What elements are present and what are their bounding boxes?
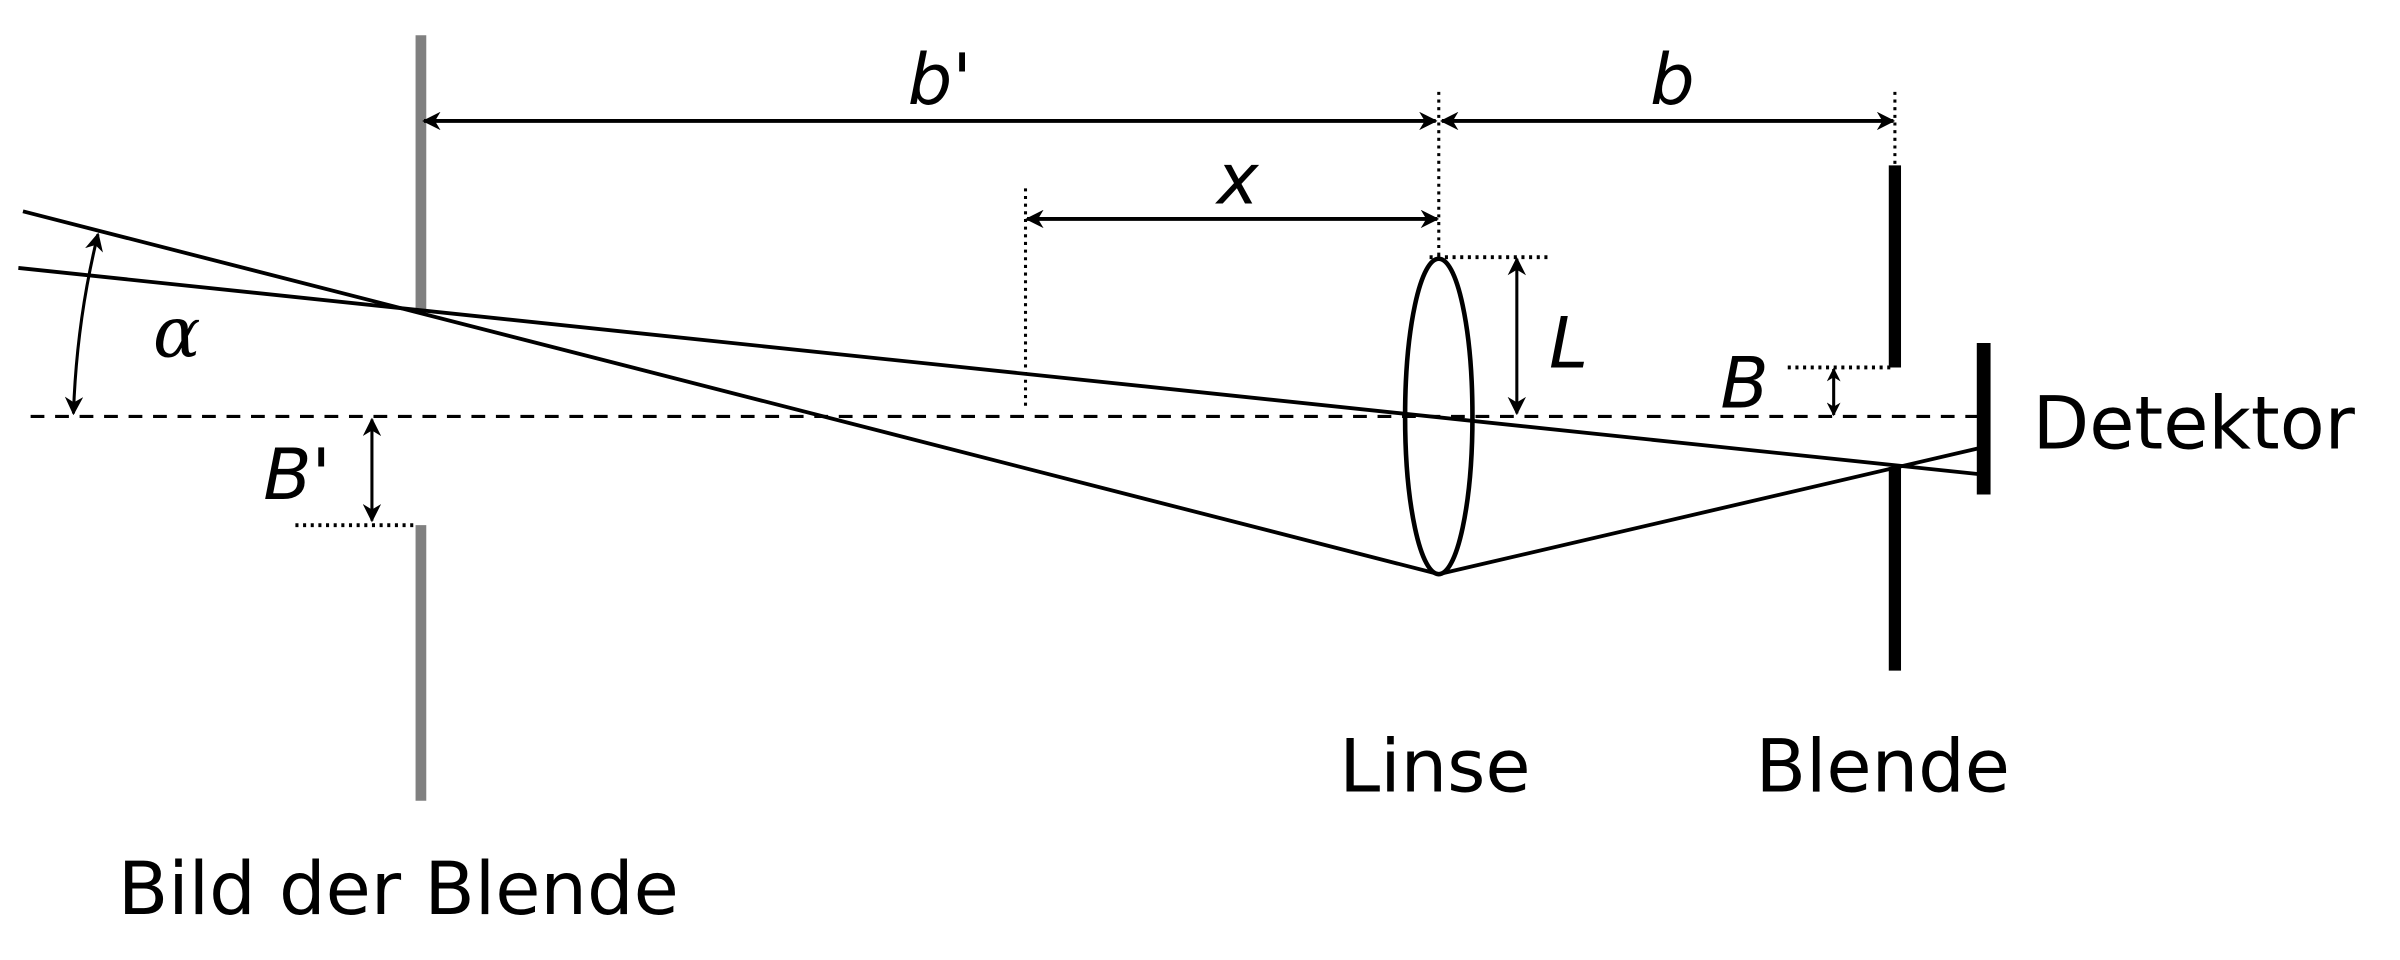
label-alpha: α	[153, 292, 201, 374]
label-detektor: Detektor	[2033, 382, 2356, 467]
label-bild-der-blende: Bild der Blende	[118, 847, 679, 932]
angle-alpha-arc	[64, 232, 103, 416]
ray-marginal	[22, 209, 1985, 577]
label-b-prime: b'	[908, 39, 972, 121]
label-blende: Blende	[1756, 725, 2010, 810]
ray-chief	[18, 266, 1984, 477]
label-x: x	[1215, 139, 1260, 221]
label-B: B	[1720, 342, 1768, 424]
label-L: L	[1549, 302, 1588, 384]
label-B-prime: B'	[263, 434, 331, 516]
label-b: b	[1650, 39, 1695, 121]
label-linse: Linse	[1339, 725, 1530, 810]
